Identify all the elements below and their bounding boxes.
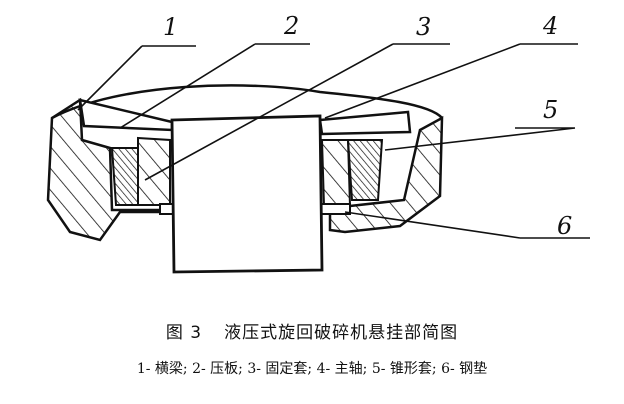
figure-number: 图 3 (165, 323, 203, 343)
part-label-1: 1 (163, 13, 179, 41)
leader-line-1 (77, 45, 196, 111)
crossbeam-part (46, 84, 444, 242)
leader-line-6 (344, 211, 590, 239)
leader-line-3 (144, 43, 450, 181)
main-shaft-part (170, 114, 324, 274)
leader-line-5 (384, 127, 576, 151)
figure-title: 液压式旋回破碎机悬挂部简图 (224, 323, 459, 343)
suspension-diagram (46, 43, 590, 274)
part-label-3: 3 (416, 13, 432, 41)
leader-line-4 (324, 43, 578, 119)
part-label-5: 5 (543, 96, 559, 124)
part-label-6: 6 (557, 212, 573, 240)
part-label-2: 2 (284, 12, 300, 40)
parts-legend: 1- 横梁; 2- 压板; 3- 固定套; 4- 主轴; 5- 锥形套; 6- … (136, 361, 488, 377)
part-label-4: 4 (543, 12, 559, 40)
leader-line-2 (119, 43, 310, 129)
figure-caption: 图 3 液压式旋回破碎机悬挂部简图 (0, 318, 624, 343)
leader-lines (77, 43, 590, 239)
